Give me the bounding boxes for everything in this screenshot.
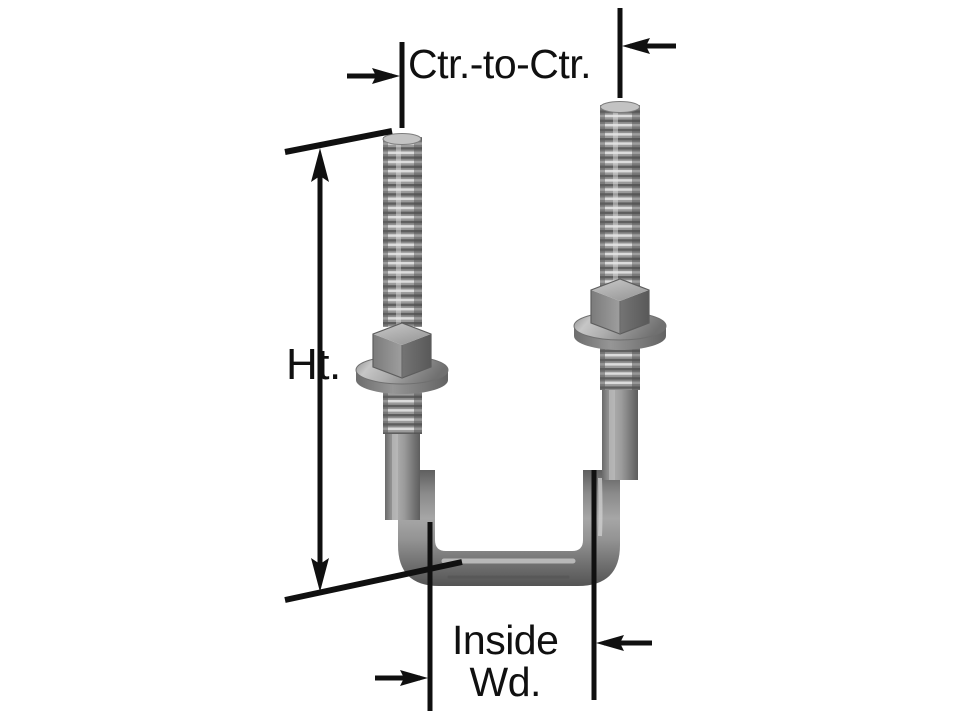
right-nut-outline	[590, 278, 650, 335]
dimension-inside-width	[375, 470, 652, 711]
right-nut-face-left	[591, 290, 620, 334]
left-shank	[385, 425, 420, 520]
right-upper-threads	[600, 105, 640, 287]
ctr-arrow-right-head	[622, 38, 650, 54]
center-to-center-label: Ctr.-to-Ctr.	[408, 41, 592, 87]
left-nut-outline	[372, 322, 432, 379]
right-shank-highlight	[609, 382, 615, 480]
left-rod-top	[382, 133, 422, 145]
ht-arrow-bottom-head	[311, 558, 329, 592]
left-nut-face-right	[402, 334, 431, 378]
bend-corner-highlight	[598, 477, 603, 537]
inside-arrow-left-head	[400, 670, 428, 686]
u-bolt-body	[355, 101, 667, 586]
left-hex-nut	[372, 322, 432, 379]
dimension-annotations	[284, 8, 676, 711]
inside-arrow-right-head	[596, 635, 624, 651]
ht-arrow-top-head	[311, 148, 329, 182]
bend-surface	[398, 470, 620, 586]
height-label: Ht.	[286, 340, 341, 389]
right-shank	[602, 382, 638, 480]
left-upper-threads	[383, 137, 422, 327]
inside-width-label-line1: Inside	[452, 617, 559, 663]
ctr-arrow-left-head	[372, 68, 400, 84]
bottom-bend	[398, 470, 620, 586]
right-threaded-leg	[573, 101, 667, 480]
left-threaded-leg	[355, 133, 449, 520]
left-nut-face-left	[373, 334, 402, 378]
right-nut-face-right	[620, 290, 649, 334]
left-shank-highlight	[392, 425, 398, 520]
dimension-center-to-center	[347, 8, 676, 128]
right-rod-top	[600, 101, 640, 113]
ht-leader-top	[284, 128, 393, 155]
inside-width-label-line2: Wd.	[469, 658, 542, 705]
right-hex-nut	[590, 278, 650, 335]
